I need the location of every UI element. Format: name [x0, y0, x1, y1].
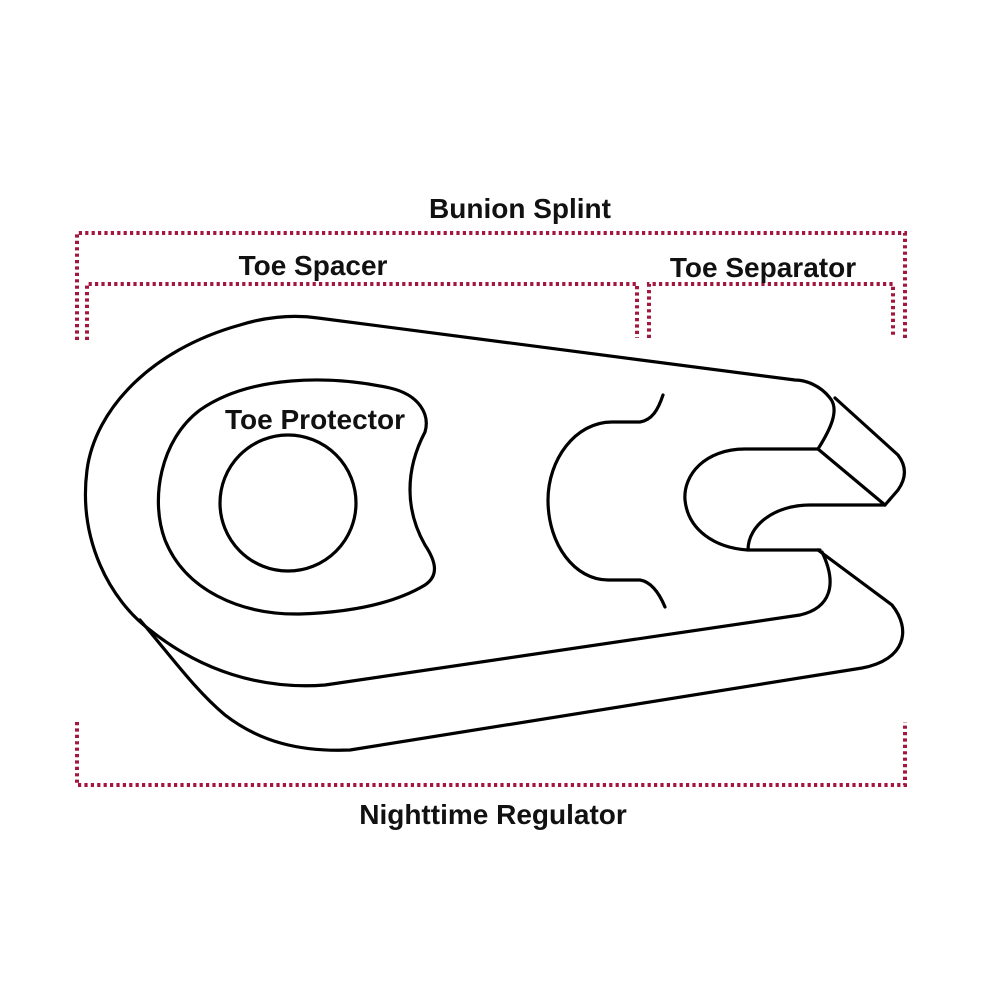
- bracket-toe-separator: [647, 282, 895, 338]
- toe-protector-ring: [156, 378, 436, 616]
- splint-top-body: [83, 314, 836, 688]
- slot: [683, 447, 887, 552]
- label-toe-protector: Toe Protector: [225, 404, 405, 435]
- label-nighttime-regulator: Nighttime Regulator: [359, 799, 627, 830]
- label-bunion-splint: Bunion Splint: [429, 193, 611, 224]
- bracket-bunion-splint: [75, 231, 907, 340]
- splint-bottom-layer: [138, 548, 905, 752]
- tip-block: [816, 396, 906, 507]
- bracket-toe-spacer: [85, 282, 639, 340]
- label-toe-spacer: Toe Spacer: [239, 250, 388, 281]
- bracket-nighttime-regulator: [75, 722, 907, 787]
- middle-cutout: [546, 393, 667, 609]
- toe-hole: [218, 433, 358, 573]
- label-toe-separator: Toe Separator: [670, 252, 856, 283]
